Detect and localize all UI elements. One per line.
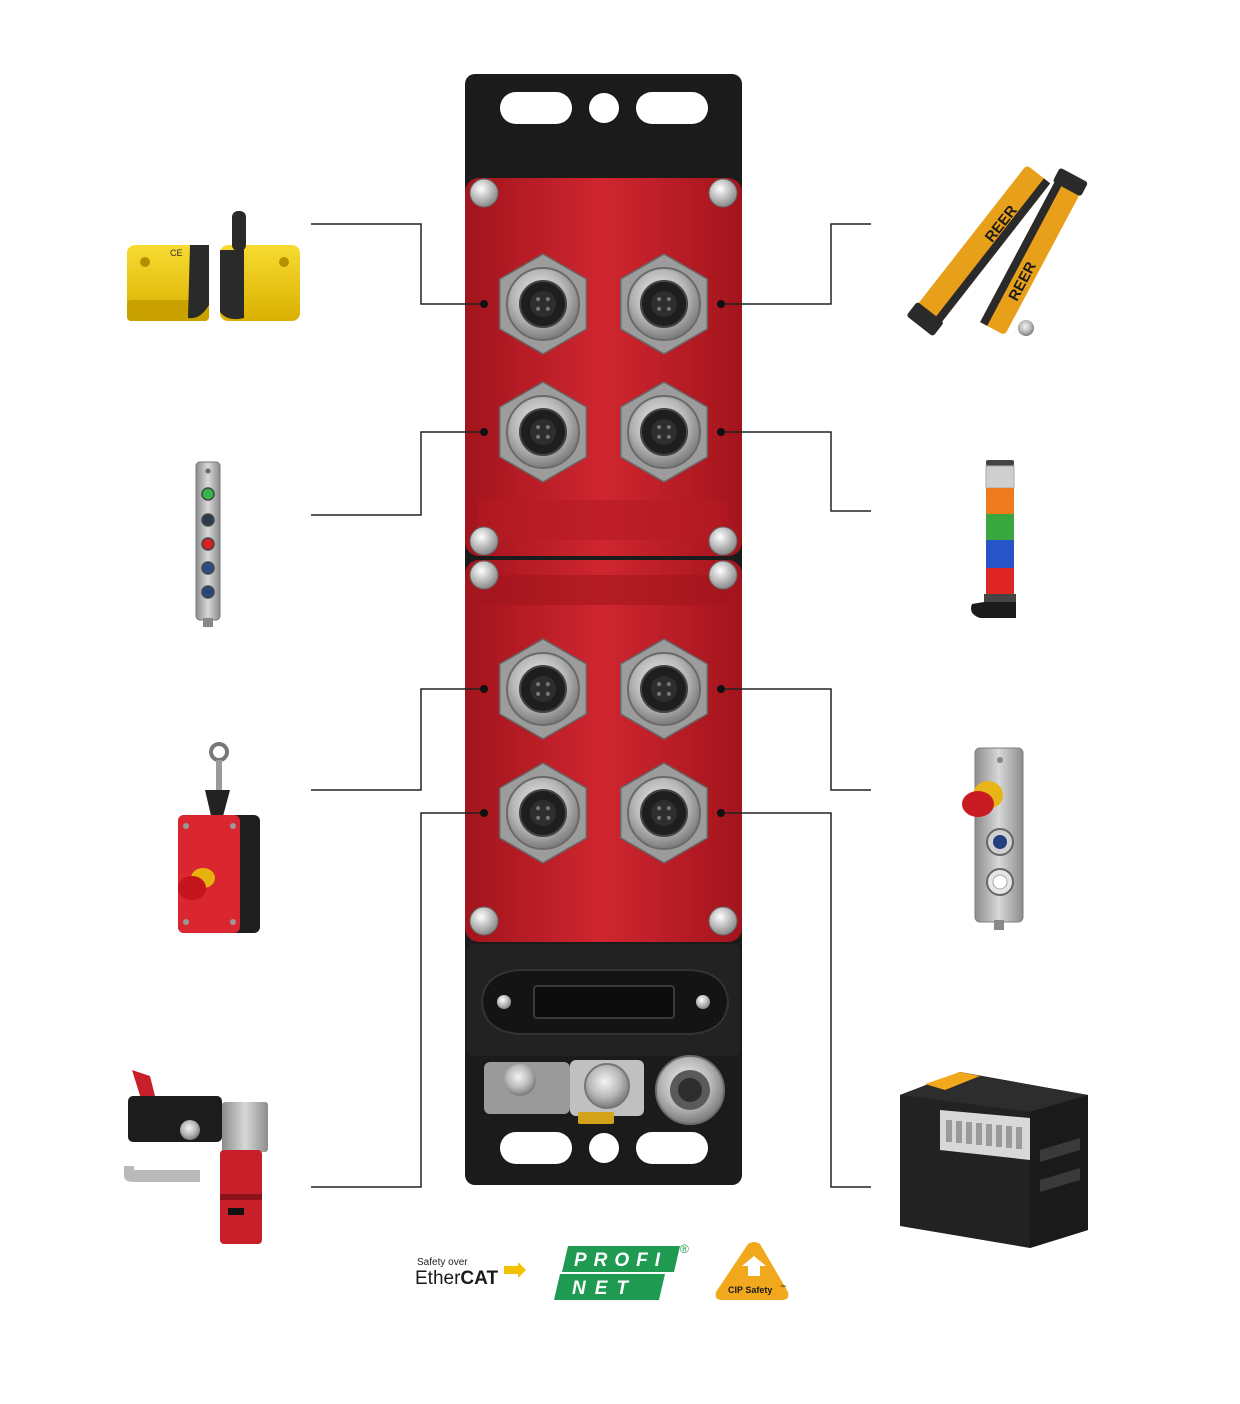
display-screw-left: [497, 995, 511, 1009]
ethercat-safety-over-label: Safety over: [417, 1257, 468, 1268]
status-display-window: [533, 985, 675, 1019]
mounting-hole-top: [589, 93, 619, 123]
leader-line-right-2: [721, 431, 871, 512]
interlock-icon: [124, 1070, 268, 1244]
profinet-registered-mark: ®: [680, 1242, 689, 1256]
leader-line-right-4: [721, 812, 871, 1188]
estop-station-icon: [962, 747, 1024, 930]
profinet-bottom-label: NET: [572, 1278, 637, 1299]
profinet-logo: PROFI NET ®: [554, 1242, 689, 1300]
m12-port-7: [498, 762, 588, 864]
cip-safety-label: CIP Safety: [728, 1285, 772, 1295]
housing-upper: [465, 178, 742, 556]
cip-trademark: ™: [780, 1284, 786, 1291]
signal-tower-icon: [971, 460, 1016, 618]
leader-line-left-4: [311, 812, 484, 1188]
m12-port-4: [619, 381, 709, 483]
cip-shield-icon: [742, 1256, 766, 1276]
mounting-hole-bottom: [589, 1133, 619, 1163]
m12-port-2: [619, 253, 709, 355]
leader-line-left-3: [311, 688, 484, 791]
m12-connector-ports: [498, 253, 709, 864]
safety-io-module: [465, 74, 742, 1185]
cip-safety-logo: CIP Safety ™: [715, 1242, 789, 1300]
m12-port-1: [498, 253, 588, 355]
ethercat-cat-label: CAT: [460, 1268, 498, 1289]
housing-bolts: [469, 178, 738, 936]
display-screw-right: [696, 995, 710, 1009]
m12-port-3: [498, 381, 588, 483]
m12-port-5: [498, 638, 588, 740]
bus-connectors: [484, 1055, 725, 1125]
light-curtain-icon: REER REER: [907, 166, 1088, 336]
m12-port-8: [619, 762, 709, 864]
leader-line-left-1: [311, 223, 484, 305]
leader-line-right-1: [721, 223, 871, 305]
leader-line-left-2: [311, 431, 484, 516]
mounting-slot-bottom-right: [636, 1132, 708, 1164]
leader-dots: [480, 300, 725, 817]
mounting-slot-top-left: [500, 92, 572, 124]
control-station-icon: [195, 461, 221, 627]
housing-lower: [465, 560, 742, 942]
svg-text:CE: CE: [170, 248, 183, 258]
rfid-sensor-icon: CE: [127, 211, 300, 321]
leader-line-right-3: [721, 688, 871, 791]
profinet-top-label: PROFI: [574, 1250, 667, 1271]
mounting-slot-bottom-left: [500, 1132, 572, 1164]
ethercat-ether-label: Ether: [415, 1268, 461, 1289]
mounting-slot-top-right: [636, 92, 708, 124]
plc-icon: [900, 1072, 1088, 1248]
ethercat-wordmark: EtherCAT: [415, 1268, 498, 1289]
leader-lines: [311, 223, 871, 1188]
ethercat-logo: Safety over EtherCAT: [415, 1257, 526, 1289]
m12-port-6: [619, 638, 709, 740]
ethercat-arrow-icon: [504, 1262, 526, 1278]
rope-switch-icon: [178, 742, 260, 933]
